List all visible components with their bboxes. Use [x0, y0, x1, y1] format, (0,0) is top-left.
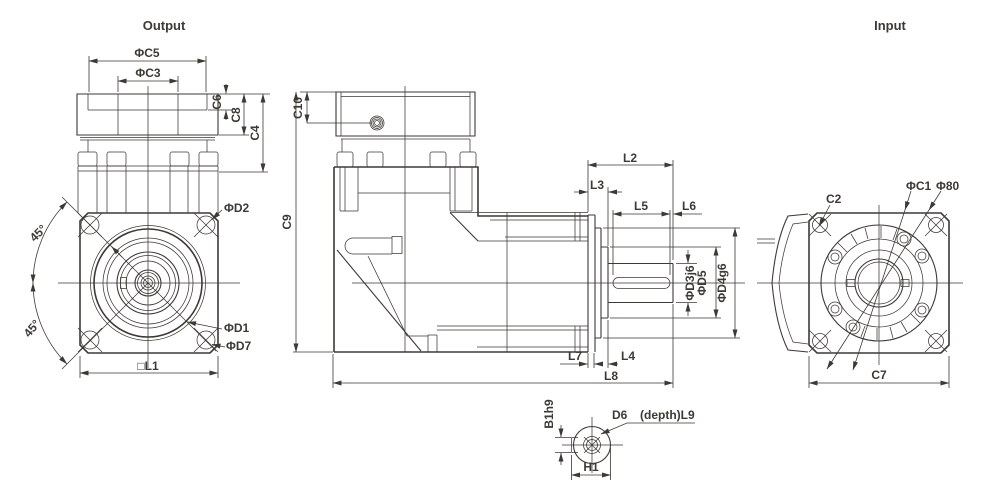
dim-label-c10: C10 [291, 97, 305, 119]
output-concentric-circles [90, 225, 206, 341]
input-view: Input [757, 18, 963, 388]
dim-phi-80: Φ80 [826, 179, 960, 370]
output-top-flange [76, 93, 219, 136]
detail-keyway-flat [571, 437, 578, 453]
detail-shaft-circle [572, 425, 612, 465]
dim-phi-c3: ΦC3 [117, 66, 179, 92]
dim-label-l5: L5 [634, 199, 648, 213]
dim-label-phi-d7: ΦD7 [226, 339, 252, 353]
dim-label-c2: C2 [826, 192, 842, 206]
output-view-title: Output [143, 18, 186, 33]
dim-phi-d2: ΦD2 [211, 201, 250, 220]
side-bolt-heads [336, 151, 477, 168]
dim-label-l8: L8 [604, 369, 618, 383]
dim-label-phi-d1: ΦD1 [224, 321, 250, 335]
shaft-end-detail-view: B1h9 D6 (depth)L9 H1 [542, 399, 695, 480]
dim-label-phi-d3: ΦD3j6 [683, 265, 697, 301]
side-centerlines [352, 86, 745, 352]
dim-label-square-l1: □L1 [137, 359, 159, 373]
dim-l7-l4: L7 L4 [560, 320, 635, 368]
dim-label-angle-lower: 45° [21, 317, 44, 340]
side-housing-outline [333, 166, 588, 353]
input-rib-ticks [837, 226, 921, 340]
dim-c4: C4 [219, 93, 268, 173]
dim-phi-c1: ΦC1 [852, 179, 932, 371]
dim-label-angle-upper: 45° [27, 222, 50, 245]
side-bolt-shanks [339, 167, 473, 212]
dim-b1h9: B1h9 [542, 399, 571, 465]
dim-label-l2: L2 [623, 151, 637, 165]
dim-label-l4: L4 [621, 349, 635, 363]
detail-tap-hole [583, 436, 601, 454]
input-housing-profile [771, 213, 809, 353]
dim-label-c7: C7 [871, 368, 887, 382]
dim-c7: C7 [808, 356, 950, 388]
input-bolt-circle-holes [827, 231, 930, 335]
dim-label-c9: C9 [280, 214, 294, 230]
dim-label-d6: D6 [612, 408, 628, 422]
side-diagonal-inner [367, 255, 438, 352]
side-arm-lines [450, 212, 588, 352]
side-view: C10 C9 L2 L3 L5 L6 [280, 86, 745, 388]
side-top-flange [335, 91, 476, 137]
side-diagonal-wall [336, 249, 422, 352]
dim-d6-l9: D6 (depth)L9 [600, 408, 695, 435]
dim-l5: L5 [612, 199, 671, 275]
dim-c6: C6 [208, 84, 270, 120]
dim-label-c8: C8 [229, 107, 243, 123]
dim-phi-d7: ΦD7 [211, 339, 252, 353]
side-angled-slot [344, 236, 403, 255]
dim-label-c4: C4 [248, 125, 262, 141]
dim-label-b1h9: B1h9 [542, 399, 556, 429]
output-corner-holes [77, 212, 219, 353]
dim-c8: C8 [219, 93, 249, 136]
dim-label-depth-l9: (depth)L9 [640, 408, 695, 422]
dim-label-l3: L3 [590, 178, 604, 192]
output-bolt-band [77, 165, 219, 213]
dim-label-h1: H1 [583, 460, 599, 474]
output-centerlines [58, 86, 240, 370]
dim-l3: L3 [574, 178, 622, 246]
input-square-flange [808, 212, 950, 354]
side-shaft-keyway [612, 277, 671, 289]
dim-phi-c5: ΦC5 [88, 46, 207, 92]
side-flange-screw-hole [369, 115, 385, 131]
dim-label-phi-d5: ΦD5 [695, 270, 709, 296]
dim-l6: L6 [673, 199, 702, 217]
input-view-title: Input [874, 18, 906, 33]
dim-c2: C2 [818, 192, 842, 227]
dim-phi-d3: ΦD3j6 [676, 250, 697, 316]
dim-h1: H1 [571, 448, 611, 480]
dim-label-phi-c5: ΦC5 [134, 46, 160, 60]
dim-square-l1: □L1 [79, 356, 219, 378]
side-bottom-plate [437, 325, 588, 352]
input-centerlines [757, 205, 963, 365]
side-arm-chamfer [449, 212, 479, 242]
dim-phi-d1: ΦD1 [187, 321, 250, 335]
dim-label-phi-80: Φ80 [936, 179, 960, 193]
dim-label-phi-c1: ΦC1 [906, 179, 932, 193]
input-bore-circles [820, 224, 938, 342]
dim-label-l6: L6 [682, 199, 696, 213]
dim-label-l7: L7 [568, 349, 582, 363]
dim-l2: L2 [587, 151, 674, 260]
side-flange-lines [340, 92, 471, 152]
dim-label-phi-c3: ΦC3 [135, 66, 161, 80]
dim-label-c6: C6 [210, 94, 224, 110]
dim-c9: C9 [280, 91, 333, 353]
side-shaft-flange [587, 214, 674, 352]
dim-l8: L8 [332, 304, 674, 388]
dim-phi-d4: ΦD4g6 [603, 227, 740, 339]
dim-phi-d5: ΦD5 [610, 246, 721, 319]
output-view: Output [21, 18, 270, 378]
dim-label-phi-d4: ΦD4g6 [715, 263, 729, 303]
dim-label-phi-d2: ΦD2 [224, 201, 250, 215]
output-flange-lines [80, 94, 215, 152]
input-housing-profile-inner [757, 221, 809, 345]
